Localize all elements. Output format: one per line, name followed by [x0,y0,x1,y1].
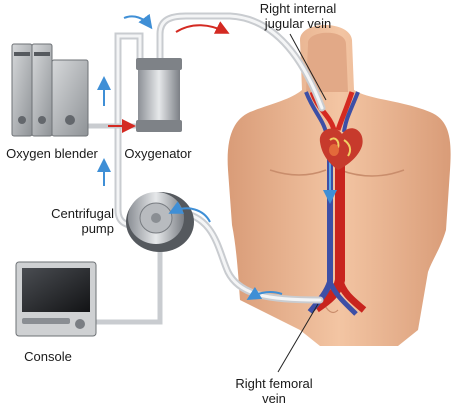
vessels [304,91,367,316]
label-centrifugal-pump: Centrifugal pump [51,206,114,236]
centrifugal-pump-device [126,192,194,252]
flow-arrow-blue [168,201,211,223]
flow-arrow-red [175,21,230,34]
oxygen-blender-device [11,43,89,137]
oxygenator-device [136,58,182,132]
label-right-femoral-vein: Right femoral vein [235,376,313,406]
leader-lines [277,33,327,373]
heart [319,128,363,170]
label-console: Console [24,349,72,364]
flow-arrows [97,13,283,301]
label-right-internal-jugular-vein: Right internal jugular vein [259,1,337,31]
label-oxygen-blender: Oxygen blender [6,146,98,161]
label-oxygenator: Oxygenator [124,146,192,161]
console-device [15,261,97,337]
flow-arrow-blue [123,13,153,30]
flow-arrow-blue [246,286,283,301]
